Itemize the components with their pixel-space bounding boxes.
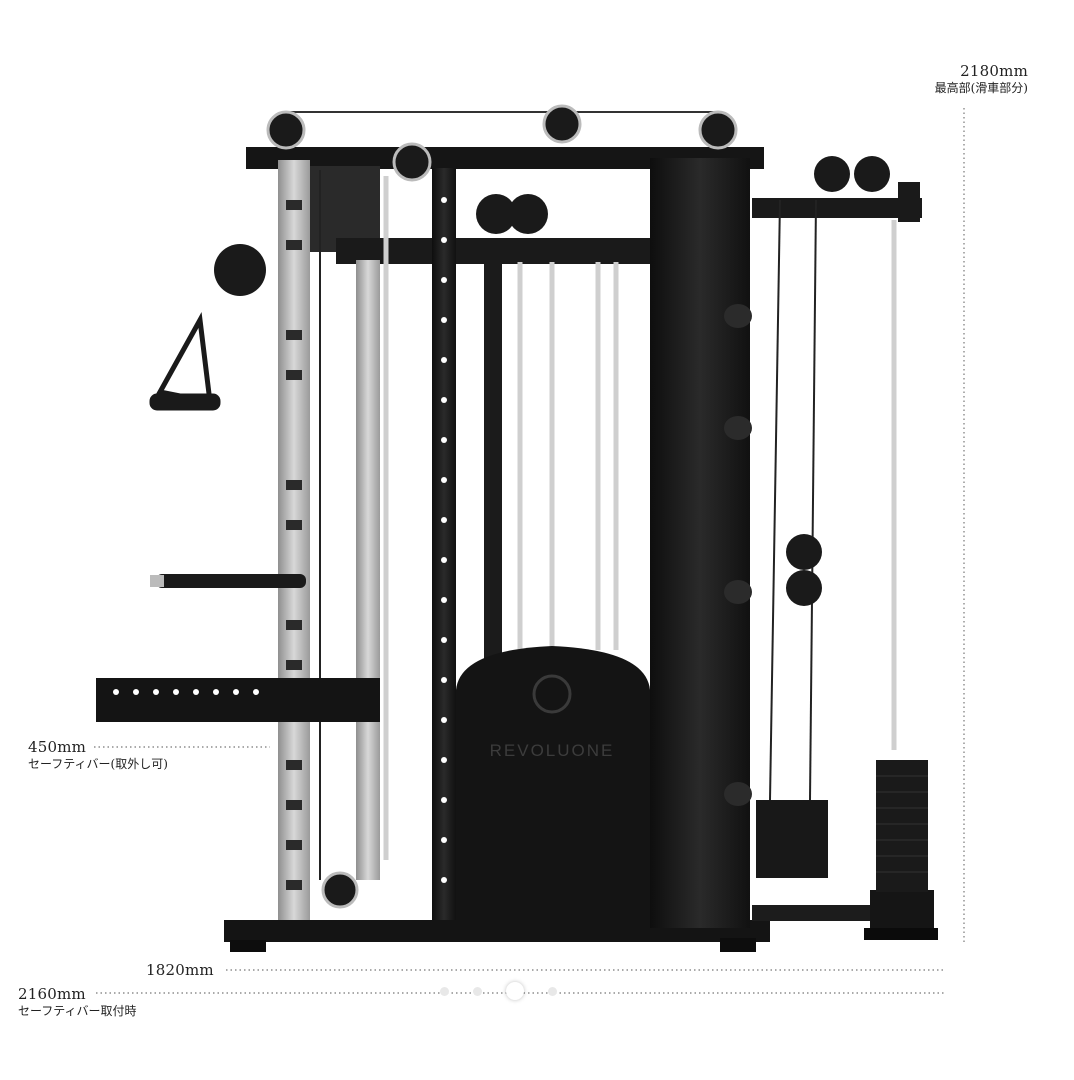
guide-rods [383,176,897,860]
total-width-note: セーフティバー取付時 [18,1003,137,1018]
right-weight-stack [756,760,928,892]
carousel-dot[interactable] [440,986,449,996]
cables [319,170,817,880]
rack-base [224,890,938,952]
height-note: 最高部(滑車部分) [934,80,1028,95]
safety-value: 450mm [28,738,87,756]
base-width-label: 1820mm [146,961,214,980]
safety-note: セーフティバー(取外し可) [28,756,168,771]
panel-knobs [724,304,752,806]
black-uprights [432,168,502,920]
safety-dimension-label: 450mm セーフティバー(取外し可) [28,738,168,772]
base-width-value: 1820mm [146,961,214,979]
right-panel [650,158,750,928]
top-frame [246,111,922,264]
left-steel-upright [278,160,380,920]
dip-bar [150,574,306,588]
height-dimension-label: 2180mm 最高部(滑車部分) [935,62,1028,96]
total-width-label: 2160mm セーフティバー取付時 [18,985,137,1019]
height-value: 2180mm [960,62,1028,80]
weight-stack-shroud: REVOLUONE [456,646,650,925]
stirrup-handle [149,312,221,411]
carousel-dot[interactable] [506,982,524,1000]
carousel-pagination [440,982,557,1000]
brand-logo: REVOLUONE [490,741,615,760]
safety-bar [96,678,380,722]
carousel-dot[interactable] [473,986,482,996]
total-width-value: 2160mm [18,985,86,1003]
pulley-icons [214,104,890,909]
carousel-dot[interactable] [548,986,557,996]
